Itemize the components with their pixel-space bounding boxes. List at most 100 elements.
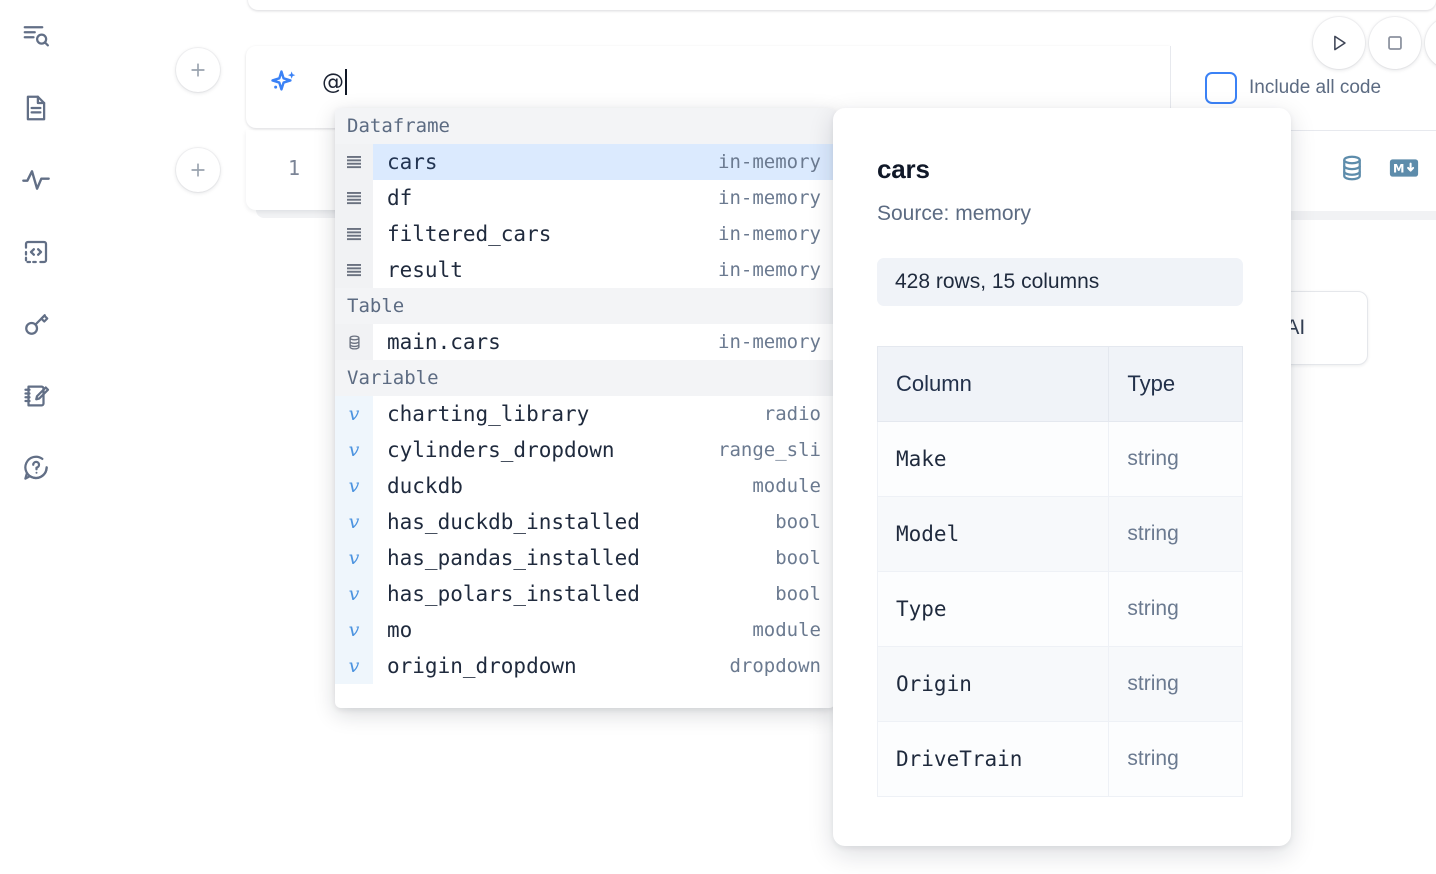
code-snippets-icon[interactable] <box>14 230 58 274</box>
dropdown-item[interactable]: result in-memory <box>335 252 835 288</box>
dropdown-item[interactable]: v has_polars_installed bool <box>335 576 835 612</box>
dataframe-icon <box>335 252 373 288</box>
dropdown-item-name: df <box>387 186 413 210</box>
column-type-cell: string <box>1108 571 1243 647</box>
preview-source: Source: memory <box>877 202 1032 225</box>
dropdown-item[interactable]: filtered_cars in-memory <box>335 216 835 252</box>
include-all-code-checkbox[interactable] <box>1205 72 1237 104</box>
dropdown-item-name: main.cars <box>387 330 501 354</box>
dropdown-item[interactable]: v charting_library radio <box>335 396 835 432</box>
key-secrets-icon[interactable] <box>14 302 58 346</box>
variable-icon: v <box>335 576 373 612</box>
dataframe-icon <box>335 144 373 180</box>
dropdown-item-type: in-memory <box>718 187 821 209</box>
help-question-icon[interactable] <box>14 446 58 490</box>
dropdown-item-name: result <box>387 258 463 282</box>
dropdown-item-type: bool <box>775 547 821 569</box>
dropdown-item-name: charting_library <box>387 402 590 426</box>
database-icon[interactable] <box>1337 153 1367 183</box>
column-name-cell: Model <box>876 496 1110 572</box>
code-line-gutter: 1 <box>246 130 312 210</box>
dropdown-item-type: dropdown <box>729 655 821 677</box>
dropdown-group-header-dataframe: Dataframe <box>335 108 835 144</box>
variable-icon: v <box>335 648 373 684</box>
code-line-number: 1 <box>287 156 300 180</box>
dropdown-item-name: has_polars_installed <box>387 582 640 606</box>
variable-icon: v <box>335 396 373 432</box>
stop-button[interactable] <box>1369 17 1421 69</box>
variable-icon: v <box>335 504 373 540</box>
column-header-type: Type <box>1108 346 1243 422</box>
column-type-cell: string <box>1108 721 1243 797</box>
document-icon[interactable] <box>14 86 58 130</box>
dropdown-item[interactable]: cars in-memory <box>335 144 835 180</box>
dropdown-item-type: in-memory <box>718 151 821 173</box>
ai-sparkle-icon <box>266 66 302 102</box>
scratchpad-edit-icon[interactable] <box>14 374 58 418</box>
dropdown-item-name: duckdb <box>387 474 463 498</box>
preview-title: cars <box>877 154 930 184</box>
column-name-cell: Origin <box>876 646 1110 722</box>
dropdown-item-name: has_pandas_installed <box>387 546 640 570</box>
column-name-cell: Type <box>876 571 1110 647</box>
sidebar-rail <box>0 0 72 874</box>
dropdown-item-type: range_sli <box>718 439 821 461</box>
add-cell-below-button[interactable] <box>176 148 220 192</box>
dropdown-item-name: cars <box>387 150 438 174</box>
more-actions-button[interactable] <box>1425 17 1436 69</box>
include-all-code-label: Include all code <box>1249 77 1382 98</box>
ai-prompt-input[interactable]: @ <box>302 66 1170 106</box>
dropdown-item-type: bool <box>775 511 821 533</box>
file-explorer-search-icon[interactable] <box>14 14 58 58</box>
dropdown-item-type: bool <box>775 583 821 605</box>
ai-prompt-value: @ <box>322 70 345 95</box>
column-header-column: Column <box>876 346 1110 422</box>
table-database-icon <box>335 324 373 360</box>
variable-icon: v <box>335 540 373 576</box>
background-card-above <box>248 0 1436 10</box>
preview-shape-badge: 428 rows, 15 columns <box>877 258 1243 306</box>
dropdown-item-name: origin_dropdown <box>387 654 577 678</box>
column-type-cell: string <box>1108 421 1243 497</box>
activity-pulse-icon[interactable] <box>14 158 58 202</box>
dropdown-item[interactable]: df in-memory <box>335 180 835 216</box>
svg-text:M: M <box>1393 162 1404 176</box>
dropdown-item-type: radio <box>763 403 821 425</box>
dropdown-item-name: filtered_cars <box>387 222 552 246</box>
dropdown-item-type: in-memory <box>718 223 821 245</box>
variable-icon: v <box>335 612 373 648</box>
dataframe-icon <box>335 180 373 216</box>
column-type-cell: string <box>1108 646 1243 722</box>
dropdown-group-header-table: Table <box>335 288 835 324</box>
dropdown-item[interactable]: v origin_dropdown dropdown <box>335 648 835 684</box>
markdown-icon[interactable]: M <box>1389 157 1419 179</box>
run-button[interactable] <box>1313 17 1365 69</box>
dropdown-item-name: has_duckdb_installed <box>387 510 640 534</box>
add-cell-above-button[interactable] <box>176 48 220 92</box>
dropdown-item[interactable]: v has_pandas_installed bool <box>335 540 835 576</box>
dropdown-item-type: in-memory <box>718 259 821 281</box>
dataframe-icon <box>335 216 373 252</box>
column-name-cell: Make <box>876 421 1110 497</box>
text-caret <box>345 69 348 95</box>
column-type-cell: string <box>1108 496 1243 572</box>
dropdown-item-type: module <box>752 619 821 641</box>
dataframe-preview-panel: cars Source: memory 428 rows, 15 columns… <box>833 108 1291 846</box>
dropdown-item-type: module <box>752 475 821 497</box>
include-all-code-toggle[interactable]: Include all code <box>1205 72 1381 104</box>
dropdown-group-header-variable: Variable <box>335 360 835 396</box>
dropdown-item[interactable]: v has_duckdb_installed bool <box>335 504 835 540</box>
